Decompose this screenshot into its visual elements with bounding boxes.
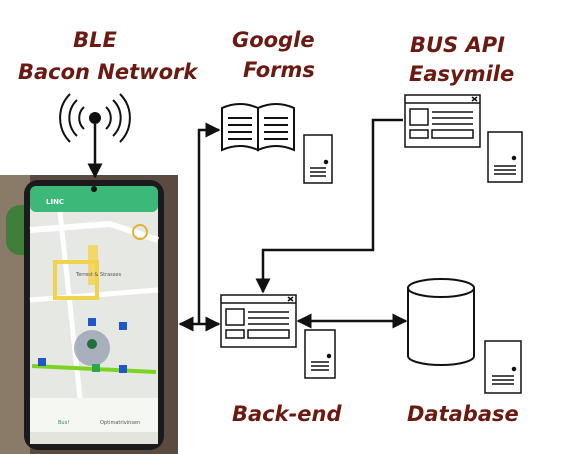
- bacon-network-label: Bacon Network: [18, 60, 198, 84]
- window-icon: [220, 294, 297, 348]
- phone-app-title: LINC: [46, 198, 64, 206]
- server-icon: [487, 131, 523, 183]
- connector-lines: [87, 118, 408, 332]
- database-label: Database: [407, 402, 519, 426]
- server-icon: [484, 340, 522, 394]
- bus-api-label: BUS API: [410, 33, 505, 57]
- book-icon: [221, 103, 295, 152]
- backend-label: Back-end: [232, 402, 342, 426]
- window-icon: [404, 94, 481, 148]
- database-cylinder-icon: [407, 278, 475, 366]
- phone-nav-right: Optimatrivinsen: [100, 420, 140, 426]
- server-icon: [303, 134, 333, 184]
- google-label: Google: [232, 28, 315, 52]
- phone-photo: [0, 175, 178, 454]
- ble-label: BLE: [73, 28, 117, 52]
- server-icon: [304, 329, 336, 379]
- forms-label: Forms: [243, 58, 315, 82]
- phone-map-label: Terrest & Strasses: [75, 272, 121, 278]
- easymile-label: Easymile: [409, 62, 515, 86]
- antenna-icon: [59, 93, 131, 143]
- phone-nav-left: Bus!: [58, 420, 69, 426]
